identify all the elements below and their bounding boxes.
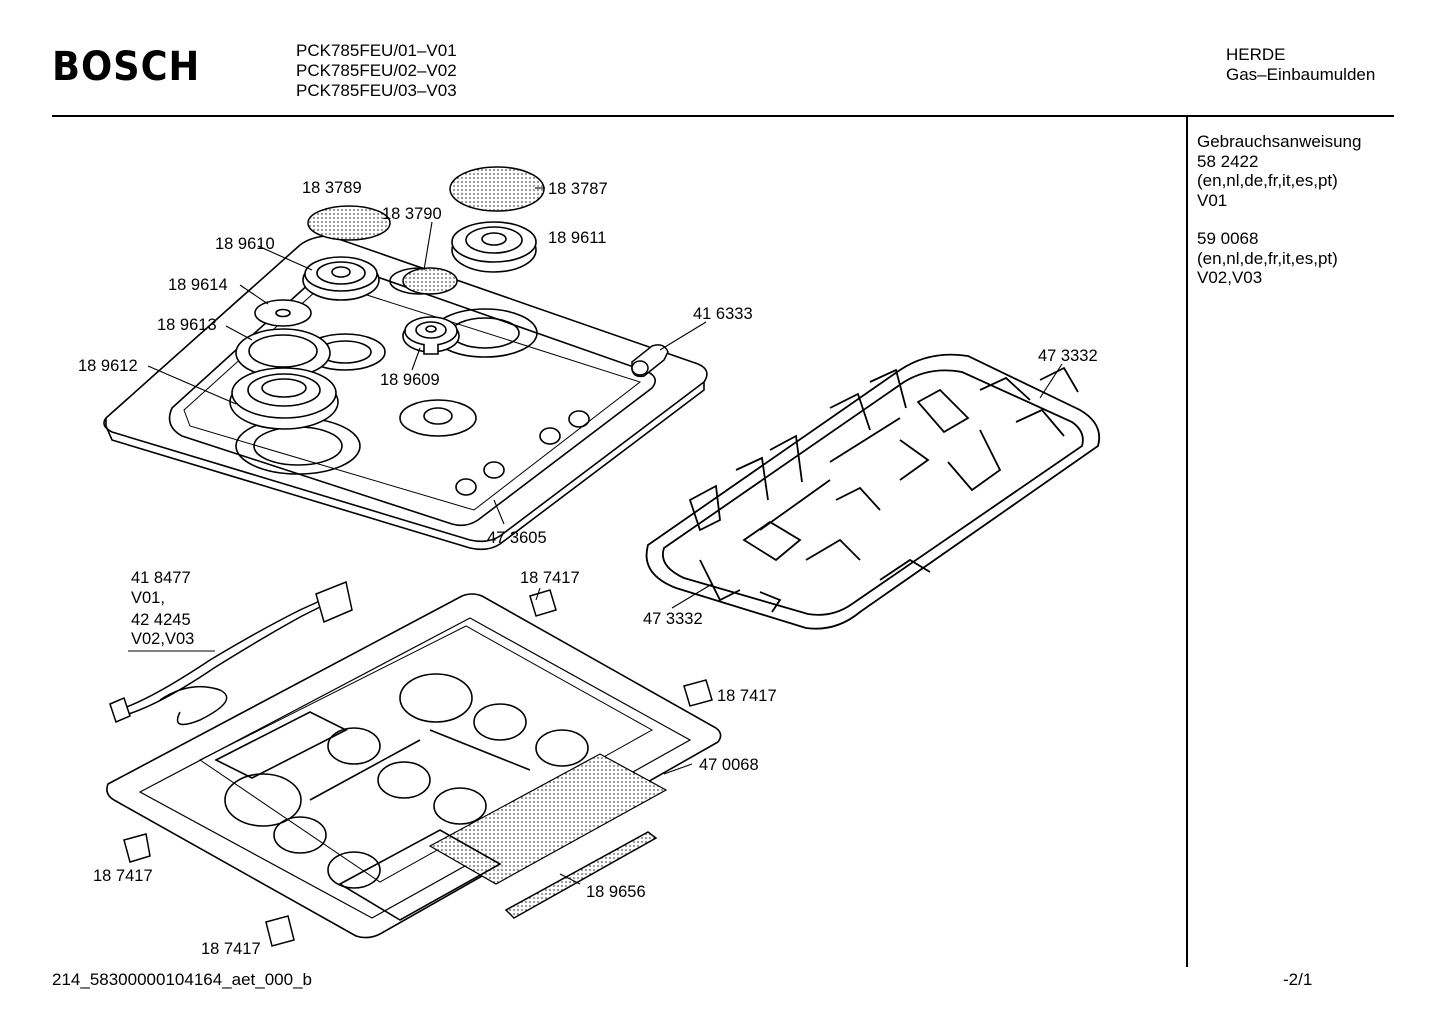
- part-label: 47 3332: [643, 610, 703, 628]
- manual-number: 59 0068: [1197, 229, 1259, 248]
- part-labels: 18 3789 18 3787 18 3790 18 9610 18 9611 …: [78, 179, 1098, 958]
- brand-logo: BOSCH: [52, 44, 201, 90]
- part-label: V02,V03: [131, 630, 194, 648]
- manual-languages: (en,nl,de,fr,it,es,pt): [1197, 248, 1338, 268]
- sidebar-divider: [1186, 116, 1188, 967]
- model-number: PCK785FEU/02–V02: [296, 61, 457, 80]
- part-label: 18 9611: [548, 229, 606, 247]
- part-label: 18 7417: [93, 867, 153, 885]
- header-divider: [52, 115, 1394, 117]
- part-label: 18 7417: [201, 940, 261, 958]
- part-label: 41 6333: [693, 305, 753, 323]
- seal-strip: [504, 831, 658, 919]
- category-sub: Gas–Einbaumulden: [1226, 65, 1376, 84]
- part-label: 18 9656: [586, 883, 646, 901]
- part-label: 18 7417: [717, 687, 777, 705]
- category-main: HERDE: [1226, 45, 1286, 64]
- part-label: 18 3787: [548, 180, 608, 198]
- pan-support-grate: [645, 353, 1101, 630]
- page-number: -2/1: [1283, 970, 1313, 989]
- model-number: PCK785FEU/01–V01: [296, 41, 457, 60]
- part-label: 47 3605: [487, 529, 547, 547]
- mounting-clips: [123, 589, 713, 947]
- part-label: 18 3789: [302, 179, 362, 197]
- part-label: 18 9614: [168, 276, 228, 294]
- category: HERDE Gas–Einbaumulden: [1226, 45, 1375, 85]
- part-label: 18 3790: [382, 205, 442, 223]
- part-label: 18 9610: [215, 235, 275, 253]
- manual-variant: V02,V03: [1197, 268, 1263, 287]
- part-label: V01,: [131, 589, 165, 607]
- burner-caps: [307, 166, 545, 295]
- bottom-tray: [106, 593, 722, 939]
- part-label: 18 9612: [78, 357, 138, 375]
- manual-variant: V01: [1197, 190, 1228, 210]
- leader-lines: [128, 187, 1063, 885]
- part-label: 18 9613: [157, 316, 217, 334]
- model-list: PCK785FEU/01–V01 PCK785FEU/02–V02 PCK785…: [296, 41, 457, 101]
- part-label: 42 4245: [131, 611, 191, 629]
- manual-sidebar: Gebrauchsanweisung 58 2422 (en,nl,de,fr,…: [1197, 132, 1361, 288]
- knob-part: [631, 344, 669, 378]
- part-label: 47 0068: [699, 756, 759, 774]
- part-label: 18 9609: [380, 371, 440, 389]
- burner-heads: [229, 221, 537, 430]
- part-label: 18 7417: [520, 569, 580, 587]
- manual-title: Gebrauchsanweisung: [1197, 132, 1362, 151]
- model-number: PCK785FEU/03–V03: [296, 81, 457, 100]
- part-label: 47 3332: [1038, 347, 1098, 365]
- part-label: 41 8477: [131, 569, 191, 587]
- document-id: 214_58300000104164_aet_000_b: [52, 970, 312, 989]
- manual-number: 58 2422: [1197, 151, 1259, 171]
- power-cable: [109, 580, 353, 726]
- manual-languages: (en,nl,de,fr,it,es,pt): [1197, 171, 1338, 190]
